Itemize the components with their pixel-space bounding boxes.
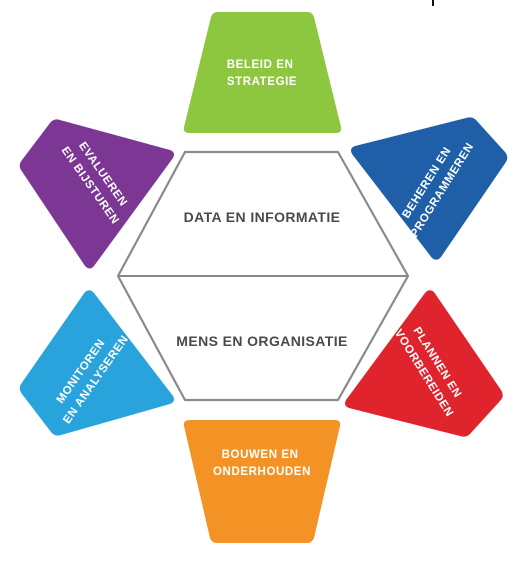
segment-bouwen-line-2: ONDERHOUDEN bbox=[213, 466, 311, 478]
segment-beleid-en-strategie: BELEID EN STRATEGIE bbox=[183, 12, 342, 133]
center-hexagon: DATA EN INFORMATIE MENS EN ORGANISATIE bbox=[116, 150, 410, 402]
segment-beleid-line-1: BELEID EN bbox=[227, 59, 294, 71]
segment-bouwen-en-onderhouden: BOUWEN EN ONDERHOUDEN bbox=[183, 420, 341, 543]
svg-text:BELEID EN STRATEGIE: BELEID EN STRATEGIE bbox=[227, 59, 298, 88]
segment-bouwen-shape bbox=[183, 420, 341, 543]
segment-beheren-shape bbox=[351, 117, 508, 260]
corner-mark bbox=[432, 0, 434, 6]
center-top-label: DATA EN INFORMATIE bbox=[184, 209, 341, 225]
segment-plannen-en-voorbereiden: PLANNEN EN VOORBEREIDEN bbox=[345, 290, 503, 437]
svg-text:BOUWEN EN ONDERHOUDEN: BOUWEN EN ONDERHOUDEN bbox=[213, 449, 311, 478]
segment-monitoren-shape bbox=[19, 290, 175, 436]
segment-beleid-line-2: STRATEGIE bbox=[227, 76, 297, 88]
center-bottom-label: MENS EN ORGANISATIE bbox=[176, 333, 347, 349]
segment-monitoren-en-analyseren: MONITOREN EN ANALYSEREN bbox=[19, 290, 175, 436]
segment-beleid-shape bbox=[183, 12, 342, 133]
segment-evalueren-en-bijsturen: EVALUEREN EN BIJSTUREN bbox=[19, 119, 175, 269]
segment-bouwen-line-1: BOUWEN EN bbox=[222, 449, 299, 461]
segment-evalueren-shape bbox=[19, 119, 175, 269]
segment-plannen-shape bbox=[345, 290, 503, 437]
